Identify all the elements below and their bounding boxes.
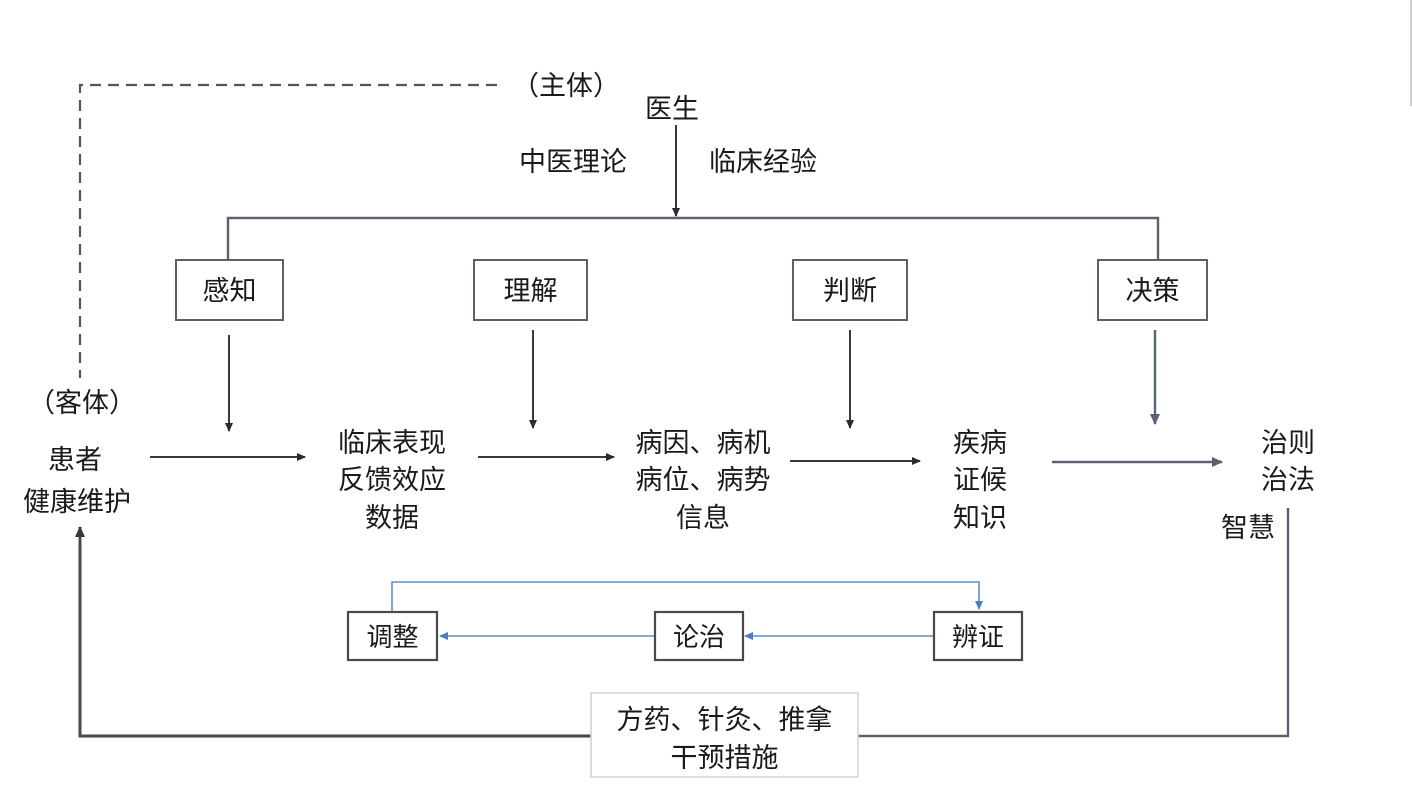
intervention-methods-label: 方药、针灸、推拿: [617, 705, 833, 736]
level-knowledge: 疾病 证候 知识: [953, 428, 1007, 534]
intervention-box: 方药、针灸、推拿 干预措施: [590, 692, 859, 778]
stage-understanding-label: 理解: [504, 276, 558, 307]
stage-judgment-label: 判断: [823, 276, 877, 307]
stage-perception-label: 感知: [203, 276, 257, 307]
level-wisdom: 治则 治法 智慧: [1221, 428, 1315, 544]
level-information-line: 病因、病机: [636, 428, 771, 459]
subject-object-dashed-link: [78, 83, 497, 378]
wisdom-label: 智慧: [1221, 513, 1275, 544]
stage-decision: 决策: [1097, 259, 1208, 321]
distribution-bar: [226, 216, 1160, 260]
level-data-line: 反馈效应: [338, 465, 446, 496]
edge-rule: [1410, 0, 1412, 106]
cycle-differentiation: 辨证: [932, 610, 1024, 662]
level-information-line: 病位、病势: [636, 465, 771, 496]
stage-decision-label: 决策: [1126, 276, 1180, 307]
stage-perception: 感知: [175, 259, 284, 321]
adjust-to-differentiation-arrow: [391, 581, 983, 612]
cycle-adjust: 调整: [346, 610, 439, 662]
wisdom-return-line: [858, 508, 1290, 738]
level-information: 病因、病机 病位、病势 信息: [636, 428, 771, 534]
object-label: （客体）: [28, 388, 136, 419]
cycle-treatment-label: 论治: [673, 623, 725, 653]
cycle-treatment: 论治: [653, 610, 745, 662]
intervention-to-patient-arrow: [75, 526, 592, 738]
subject-label: （主体）: [512, 71, 620, 102]
level-information-line: 信息: [676, 503, 730, 534]
clinical-experience-label: 临床经验: [709, 147, 817, 178]
level-wisdom-line: 治法: [1261, 465, 1315, 496]
tcm-theory-label: 中医理论: [519, 147, 627, 178]
level-wisdom-line: 治则: [1261, 428, 1315, 459]
doctor-label: 医生: [645, 94, 699, 125]
cycle-adjust-label: 调整: [366, 623, 418, 653]
cycle-differentiation-label: 辨证: [952, 623, 1004, 653]
level-data-line: 临床表现: [338, 428, 446, 459]
stage-understanding: 理解: [473, 259, 588, 321]
level-knowledge-line: 证候: [953, 465, 1007, 496]
level-knowledge-line: 知识: [953, 503, 1007, 534]
patient-label: 患者: [48, 445, 102, 476]
stage-judgment: 判断: [792, 259, 908, 321]
level-data: 临床表现 反馈效应 数据: [338, 428, 446, 534]
level-data-line: 数据: [365, 503, 419, 534]
level-knowledge-line: 疾病: [953, 428, 1007, 459]
intervention-measures-label: 干预措施: [671, 743, 779, 774]
health-maintenance-label: 健康维护: [23, 487, 131, 518]
